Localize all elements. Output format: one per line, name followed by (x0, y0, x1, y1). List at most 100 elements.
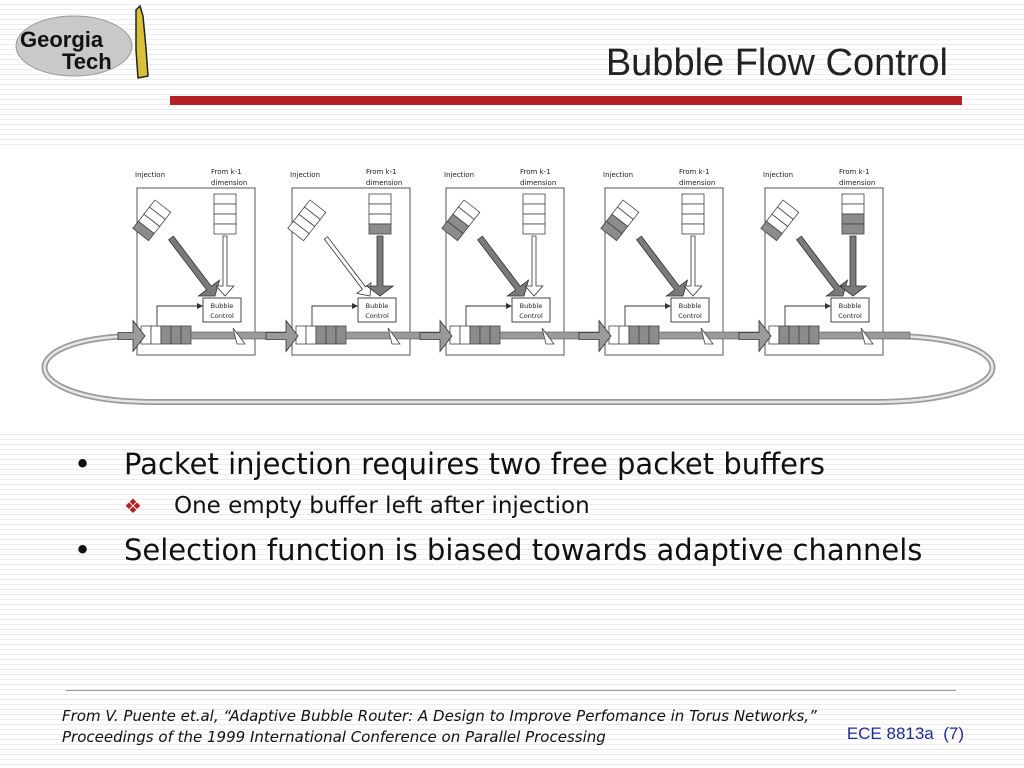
bullet-marker: • (74, 533, 92, 567)
from-label: From k-1 (366, 168, 397, 176)
injection-label: Injection (290, 171, 320, 179)
title-underline (170, 96, 962, 105)
bubble-control-box (511, 297, 551, 323)
control-label: Control (519, 312, 543, 320)
bubble-label: Bubble (520, 302, 543, 310)
dimension-slot (522, 223, 546, 235)
bubble-output-arrowhead (232, 327, 246, 345)
ring-slot (798, 325, 810, 345)
dimension-label: dimension (366, 179, 402, 187)
bubble-control-box (202, 297, 242, 323)
feedback-line (624, 305, 667, 326)
injection-queue (600, 199, 640, 242)
injection-label: Injection (135, 171, 165, 179)
ring-slot (469, 325, 481, 345)
dimension-slot (841, 213, 865, 225)
feedback-line (784, 305, 827, 326)
ring-slot (335, 325, 347, 345)
ring-slot (180, 325, 192, 345)
control-label: Control (838, 312, 862, 320)
dimension-arrow (215, 235, 235, 297)
dimension-label: dimension (520, 179, 556, 187)
diamond-bullet-icon: ❖ (124, 494, 142, 518)
bubble-control-box (670, 297, 710, 323)
injection-arrow (168, 235, 221, 297)
ring-forward-arrow (738, 319, 772, 353)
ring-slot (170, 325, 182, 345)
dimension-slot (841, 203, 865, 215)
bullet-marker: • (74, 447, 92, 481)
ring-slot (778, 325, 790, 345)
from-label: From k-1 (839, 168, 870, 176)
control-label: Control (678, 312, 702, 320)
bubble-label: Bubble (211, 302, 234, 310)
ring-slot (160, 325, 172, 345)
ring-slot (325, 325, 337, 345)
ring-slot (489, 325, 501, 345)
sub-bullet-item: ❖ One empty buffer left after injection (70, 488, 970, 524)
dimension-slot (681, 213, 705, 225)
logo-text-georgia: Georgia (20, 27, 104, 52)
from-label: From k-1 (520, 168, 551, 176)
from-label: From k-1 (211, 168, 242, 176)
ring-slot (305, 325, 317, 345)
ring-slot (788, 325, 800, 345)
feedback-arrowhead (506, 303, 512, 309)
dimension-label: dimension (211, 179, 247, 187)
bullet-item: • Packet injection requires two free pack… (70, 444, 970, 484)
ring-slot (479, 325, 491, 345)
slide-title: Bubble Flow Control (605, 42, 948, 84)
injection-slot (132, 220, 155, 242)
from-label: From k-1 (679, 168, 710, 176)
citation: From V. Puente et.al, “Adaptive Bubble R… (62, 706, 962, 748)
dimension-slot (522, 213, 546, 225)
bullet-item: • Selection function is biased towards ad… (70, 530, 970, 570)
dimension-slot (681, 193, 705, 205)
dimension-slot (213, 203, 237, 215)
ring-slot (648, 325, 660, 345)
feedback-line (465, 305, 508, 326)
ring-slot (638, 325, 650, 345)
bubble-control-box (830, 297, 870, 323)
ring-slot (315, 325, 327, 345)
citation-line-2: Proceedings of the 1999 International Co… (62, 728, 606, 746)
dimension-label: dimension (679, 179, 715, 187)
control-label: Control (365, 312, 389, 320)
bubble-output-arrowhead (700, 327, 714, 345)
bullet-text: Selection function is biased towards ada… (124, 533, 923, 567)
feedback-arrowhead (352, 303, 358, 309)
bubble-output-arrowhead (387, 327, 401, 345)
course-code: ECE 8813a (846, 724, 934, 743)
sub-bullet-text: One empty buffer left after injection (174, 493, 590, 519)
injection-queue (441, 199, 481, 242)
ring-slot (808, 325, 820, 345)
injection-slot (760, 220, 783, 242)
slide-footer: ECE 8813a (7) (847, 724, 964, 744)
slide-number: (7) (943, 724, 964, 743)
dimension-slot (213, 223, 237, 235)
dimension-slot (681, 203, 705, 215)
dimension-slot (368, 223, 392, 235)
bubble-control-box (357, 297, 397, 323)
dimension-arrow (838, 235, 868, 297)
citation-line-1: From V. Puente et.al, “Adaptive Bubble R… (62, 707, 817, 725)
control-label: Control (210, 312, 234, 320)
feedback-line (311, 305, 354, 326)
dimension-slot (368, 193, 392, 205)
injection-label: Injection (763, 171, 793, 179)
injection-arrow (323, 236, 372, 297)
dimension-slot (368, 213, 392, 225)
ring-slot (628, 325, 640, 345)
injection-slot (287, 220, 310, 242)
ring-forward-arrow (265, 319, 299, 353)
bullet-list: • Packet injection requires two free pack… (70, 444, 970, 570)
dimension-slot (522, 203, 546, 215)
bullet-text: Packet injection requires two free packe… (124, 447, 825, 481)
bubble-label: Bubble (679, 302, 702, 310)
injection-arrow (477, 235, 530, 297)
